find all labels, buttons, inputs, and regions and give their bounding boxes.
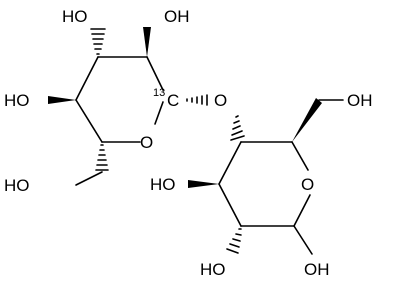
left-ring-substituent-bonds: [48, 27, 208, 186]
hashed-wedge-bond: [90, 28, 106, 55]
hydroxyl-label: OH: [304, 260, 330, 279]
hashed-wedge-bond: [230, 115, 245, 141]
hydroxyl-label: OH: [347, 91, 373, 110]
hashed-wedge-bond: [186, 94, 208, 106]
hydroxyl-label: HO: [4, 91, 30, 110]
wedge-bond: [143, 27, 151, 57]
wedge-bond: [48, 96, 76, 104]
carbon-label: C: [167, 91, 179, 110]
hashed-wedge-bond: [95, 144, 109, 171]
isotope-label: 13: [153, 87, 165, 99]
right-pyranose-ring: [218, 141, 311, 227]
hydroxyl-label: HO: [62, 7, 88, 26]
hydroxyl-label: OH: [164, 7, 190, 26]
hashed-wedge-bond: [226, 228, 242, 254]
left-pyranose-ring: [75, 56, 164, 143]
wedge-bond: [188, 180, 219, 188]
right-ring-substituent-bonds: [188, 98, 344, 255]
hydroxyl-label: HO: [150, 175, 176, 194]
ring-oxygen-label: O: [140, 133, 153, 152]
wedge-bond: [292, 98, 322, 142]
glycosidic-oxygen-label: O: [214, 91, 227, 110]
hydroxyl-label: HO: [200, 260, 226, 279]
ring-oxygen-label: O: [301, 175, 314, 194]
hydroxyl-label: HO: [4, 176, 30, 195]
